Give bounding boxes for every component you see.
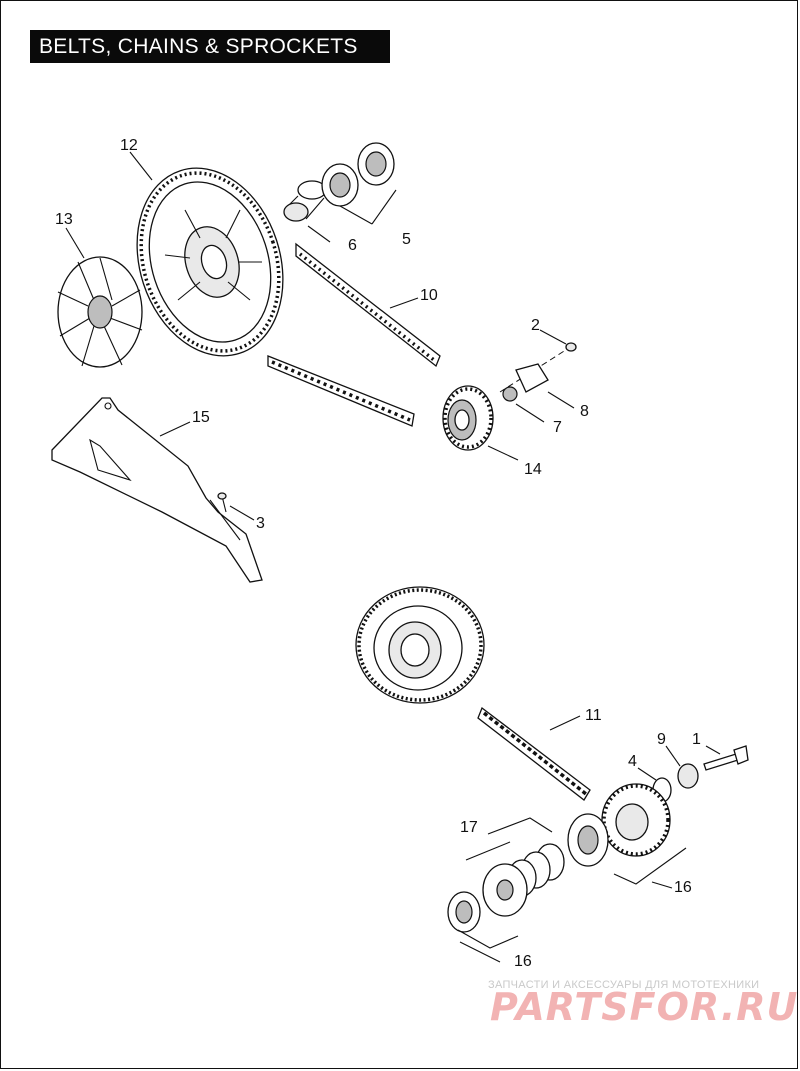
callout-1: 1 xyxy=(692,731,701,748)
belt-guard xyxy=(51,397,263,583)
callout-17: 17 xyxy=(460,819,478,836)
callout-6: 6 xyxy=(348,237,357,254)
primary-chain xyxy=(477,706,591,801)
callout-3: 3 xyxy=(256,515,265,532)
callout-4: 4 xyxy=(628,753,637,770)
callout-16-sliding-cam: 16 xyxy=(514,953,532,970)
transmission-sprocket xyxy=(442,385,494,451)
callout-5: 5 xyxy=(402,231,411,248)
leader-lines xyxy=(65,151,721,963)
callout-13: 13 xyxy=(55,211,73,228)
callout-2: 2 xyxy=(531,317,540,334)
guard-screw xyxy=(217,492,227,513)
drive-belt-lower xyxy=(267,355,415,427)
watermark-tagline: ЗАПЧАСТИ И АКСЕССУАРЫ ДЛЯ МОТОТЕХНИКИ xyxy=(488,979,759,991)
clutch-sprocket xyxy=(355,586,485,704)
callout-8: 8 xyxy=(580,403,589,420)
engine-sprocket-bolt xyxy=(652,745,749,803)
callout-16-engine-sprocket: 16 xyxy=(674,879,692,896)
compensator-springs xyxy=(447,843,565,933)
callout-9: 9 xyxy=(657,731,666,748)
callout-15: 15 xyxy=(192,409,210,426)
rear-belt-sprocket xyxy=(136,167,284,357)
callout-10: 10 xyxy=(420,287,438,304)
callout-12: 12 xyxy=(120,137,138,154)
page-title: BELTS, CHAINS & SPROCKETS xyxy=(39,35,358,58)
callout-11: 11 xyxy=(585,707,602,724)
callout-14: 14 xyxy=(524,461,542,478)
fan-damper xyxy=(57,256,143,368)
wheel-bearings xyxy=(321,142,395,207)
sprocket-fasteners xyxy=(499,342,577,402)
engine-sprocket xyxy=(567,783,671,867)
watermark-brand: PARTSFOR.RU xyxy=(490,985,798,1029)
callout-7: 7 xyxy=(553,419,562,436)
spacer-sleeve xyxy=(283,180,327,222)
drive-belt-upper xyxy=(295,242,441,368)
title-bar: BELTS, CHAINS & SPROCKETS xyxy=(30,30,390,63)
